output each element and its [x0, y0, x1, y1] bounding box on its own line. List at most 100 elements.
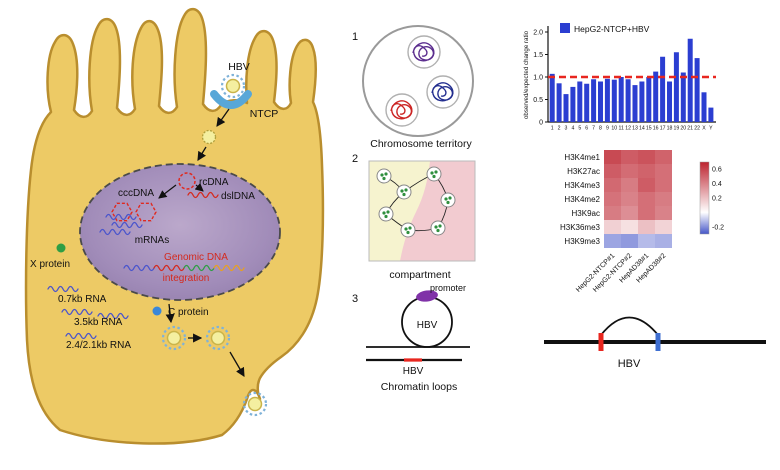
panel-1-caption: Chromosome territory: [370, 138, 472, 150]
heatmap-cell: [655, 206, 672, 220]
heatmap-cell: [621, 192, 638, 206]
colorbar-tick-label: -0.2: [712, 224, 724, 231]
chr-tick-label: 11: [619, 126, 624, 132]
genomic-dna-label: Genomic DNA: [164, 252, 228, 263]
chr-tick-label: 13: [632, 126, 638, 132]
chr-bar: [584, 83, 590, 122]
chr-tick-label: 14: [639, 126, 645, 132]
nucleus: [79, 163, 281, 301]
heatmap-cell: [621, 164, 638, 178]
chr-tick-label: 6: [585, 126, 588, 132]
ntcp-receptor-icon: [210, 90, 252, 109]
heatmap-row-label: H3K36me3: [560, 223, 601, 232]
compartment-border: [368, 160, 476, 262]
colorbar-tick-label: 0.4: [712, 181, 722, 188]
chr-tick-label: 19: [674, 126, 680, 132]
heatmap-cell: [604, 178, 621, 192]
cccdna-icon: [135, 202, 157, 222]
heatmap-cell: [638, 192, 655, 206]
heatmap-cell: [621, 234, 638, 248]
heatmap-cell: [655, 150, 672, 164]
chr-bar: [673, 52, 679, 122]
heatmap-row-label: H3K4me2: [564, 195, 600, 204]
chr-bar: [549, 73, 555, 122]
chr-tick-label: 9: [606, 126, 609, 132]
heatmap-cell: [638, 150, 655, 164]
chr-bar: [646, 77, 652, 122]
heatmap-cell: [655, 164, 672, 178]
chr-tick-label: 7: [592, 126, 595, 132]
chr-bar: [625, 79, 631, 122]
heatmap-cell: [621, 206, 638, 220]
mrnas-label: mRNAs: [135, 235, 169, 246]
x-protein-label: X protein: [30, 259, 70, 270]
arrow-egress: [229, 351, 245, 377]
territory-subcircle: [385, 93, 419, 127]
heatmap-row-label: H3K27ac: [567, 167, 600, 176]
bar-chart-ylabel: observed/expected change ratio: [523, 30, 530, 119]
chr-tick-label: 22: [694, 126, 700, 132]
hepatocyte-panel: HBV NTCP rcDNA cccDNA dslDNA mRNAs Genom…: [24, 7, 325, 445]
heatmap-cell: [638, 220, 655, 234]
x-protein-dot-icon: [56, 243, 66, 253]
y-tick-label: 0.5: [533, 97, 543, 104]
heatmap-cell: [638, 164, 655, 178]
hbv-contact-track: HBV: [544, 316, 766, 370]
territory-outline: [362, 25, 474, 137]
heatmap-row-label: H3K9ac: [572, 209, 600, 218]
heatmap-cell: [655, 192, 672, 206]
hbv-entry-label: HBV: [228, 61, 250, 73]
heatmap-cell: [604, 220, 621, 234]
rcdna-label: rcDNA: [199, 177, 229, 188]
chr-bar: [680, 72, 686, 122]
chr-bar: [694, 58, 700, 122]
chr-bar: [570, 86, 576, 122]
chr-bar: [667, 81, 672, 122]
rna-24-label: 2.4/2.1kb RNA: [66, 340, 131, 351]
chr-tick-label: 8: [599, 126, 602, 132]
colorbar-tick-label: 0.6: [712, 167, 722, 174]
heatmap-cell: [638, 178, 655, 192]
chr-bar: [639, 81, 645, 122]
territory-subcircle: [426, 75, 460, 109]
heatmap-cell: [604, 206, 621, 220]
chr-tick-label: 4: [571, 126, 574, 132]
arrow-nucleus-assembly: [165, 303, 175, 324]
chr-bar: [604, 78, 610, 122]
chr-bar: [563, 94, 569, 122]
colorbar-ticks-dynamic: 0.60.40.2-0.2: [712, 167, 724, 232]
panel-3-caption: Chromatin loops: [381, 381, 457, 393]
chr-bar: [708, 107, 714, 122]
chr-tick-label: 21: [687, 126, 693, 132]
bar-chart: observed/expected change ratio HepG2-NTC…: [523, 23, 716, 132]
chr-bar: [598, 81, 603, 122]
chr-bar: [701, 92, 707, 122]
chr-tick-label: 17: [660, 126, 666, 132]
legend-swatch: [560, 23, 570, 33]
arrow-rcdna-dsldna: [194, 183, 204, 192]
promoter-icon: [416, 290, 438, 302]
heatmap-row-label: H3K4me1: [564, 153, 600, 162]
heatmap-cell: [604, 234, 621, 248]
capsid-icon: [201, 129, 217, 145]
heatmap-cell: [638, 206, 655, 220]
heatmap-cell: [604, 164, 621, 178]
heatmap-cell: [604, 150, 621, 164]
chr-bar: [611, 79, 617, 122]
contact-arc: [600, 316, 659, 336]
cccdna-label: cccDNA: [118, 188, 154, 199]
panel-2-caption: compartment: [389, 269, 450, 281]
rna-07-label: 0.7kb RNA: [58, 294, 107, 305]
heatmap: H3K4me1H3K27acH3K4me3H3K4me2H3K9acH3K36m…: [560, 150, 724, 294]
heatmap-cell: [655, 220, 672, 234]
chr-bar: [653, 71, 659, 122]
loop-hbv-label: HBV: [417, 320, 438, 331]
rcdna-icon: [178, 172, 196, 190]
chr-tick-label: X: [702, 126, 706, 132]
line-hbv-label: HBV: [403, 366, 424, 377]
y-tick-label: 0: [539, 120, 543, 127]
hbv-virion-icon: [220, 73, 246, 99]
chr-tick-label: 18: [667, 126, 673, 132]
heatmap-row-label: H3K4me3: [564, 181, 600, 190]
